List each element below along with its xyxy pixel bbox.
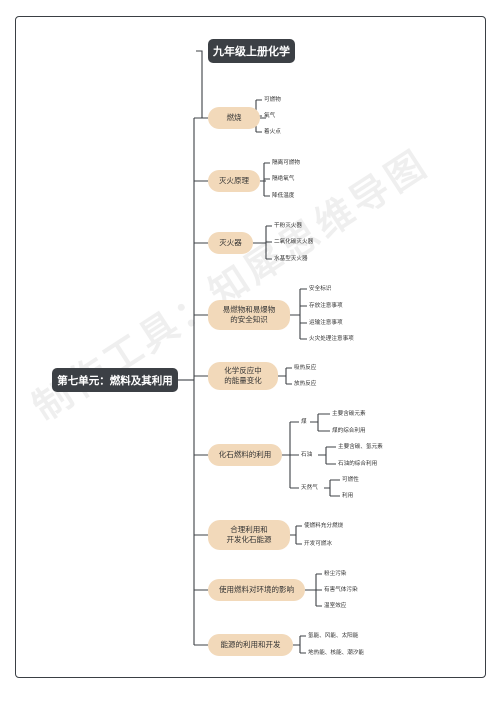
leaf-item[interactable]: 可燃性 <box>342 477 359 483</box>
leaf-item[interactable]: 水基型灭火器 <box>274 256 308 262</box>
group-coal[interactable]: 煤 <box>301 419 307 425</box>
leaf-item[interactable]: 煤的综合利用 <box>332 428 366 434</box>
branch-environment-impact[interactable]: 使用燃料对环境的影响 <box>208 579 305 601</box>
branch-combustion[interactable]: 燃烧 <box>208 107 260 129</box>
leaf-item[interactable]: 氧气 <box>264 113 276 119</box>
leaf-item[interactable]: 存放注意事项 <box>309 303 343 309</box>
group-petroleum[interactable]: 石油 <box>301 452 313 458</box>
branch-extinguish-principle[interactable]: 灭火原理 <box>208 170 260 192</box>
leaf-item[interactable]: 粉尘污染 <box>324 571 347 577</box>
spine <box>194 117 208 646</box>
leaf-item[interactable]: 运输注意事项 <box>309 320 343 326</box>
leaf-item[interactable]: 有害气体污染 <box>324 587 358 593</box>
group-natural-gas[interactable]: 天然气 <box>301 485 318 491</box>
leaf-item[interactable]: 主要含碳、氢元素 <box>338 444 383 450</box>
leaf-item[interactable]: 隔离可燃物 <box>272 160 300 166</box>
leaf-item[interactable]: 石油的综合利用 <box>338 461 378 467</box>
leaf-item[interactable]: 使燃料充分燃烧 <box>304 523 344 529</box>
leaf-item[interactable]: 降低温度 <box>272 193 295 199</box>
leaf-item[interactable]: 地热能、核能、潮汐能 <box>308 650 364 656</box>
leaf-item[interactable]: 吸热反应 <box>294 365 317 371</box>
leaf-item[interactable]: 着火点 <box>264 129 281 135</box>
leaf-item[interactable]: 安全标识 <box>309 286 332 292</box>
leaf-item[interactable]: 温室效应 <box>324 603 347 609</box>
leaf-item[interactable]: 放热反应 <box>294 381 317 387</box>
map-title: 九年级上册化学 <box>208 39 295 63</box>
leaf-item[interactable]: 利用 <box>342 493 354 499</box>
leaf-item[interactable]: 干粉灭火器 <box>274 223 302 229</box>
branch-rational-use[interactable]: 合理利用和 开发化石能源 <box>208 520 290 550</box>
leaf-item[interactable]: 主要含碳元素 <box>332 411 366 417</box>
branch-flammable-safety[interactable]: 易燃物和易爆物 的安全知识 <box>208 300 290 330</box>
branch-extinguisher[interactable]: 灭火器 <box>208 232 253 254</box>
leaf-item[interactable]: 二氧化碳灭火器 <box>274 239 314 245</box>
title-connector <box>196 50 203 118</box>
branch-fossil-fuels[interactable]: 化石燃料的利用 <box>208 444 282 466</box>
leaf-item[interactable]: 开发可燃冰 <box>304 541 332 547</box>
page-frame <box>15 16 486 678</box>
branch-energy-development[interactable]: 能源的利用和开发 <box>208 634 293 656</box>
root-topic[interactable]: 第七单元：燃料及其利用 <box>52 368 178 392</box>
branch-energy-change[interactable]: 化学反应中 的能量变化 <box>208 362 278 390</box>
leaf-item[interactable]: 可燃物 <box>264 97 281 103</box>
leaf-item[interactable]: 隔绝氧气 <box>272 176 295 182</box>
leaf-item[interactable]: 氢能、风能、太阳能 <box>308 633 359 639</box>
leaf-item[interactable]: 火灾处理注意事项 <box>309 336 354 342</box>
